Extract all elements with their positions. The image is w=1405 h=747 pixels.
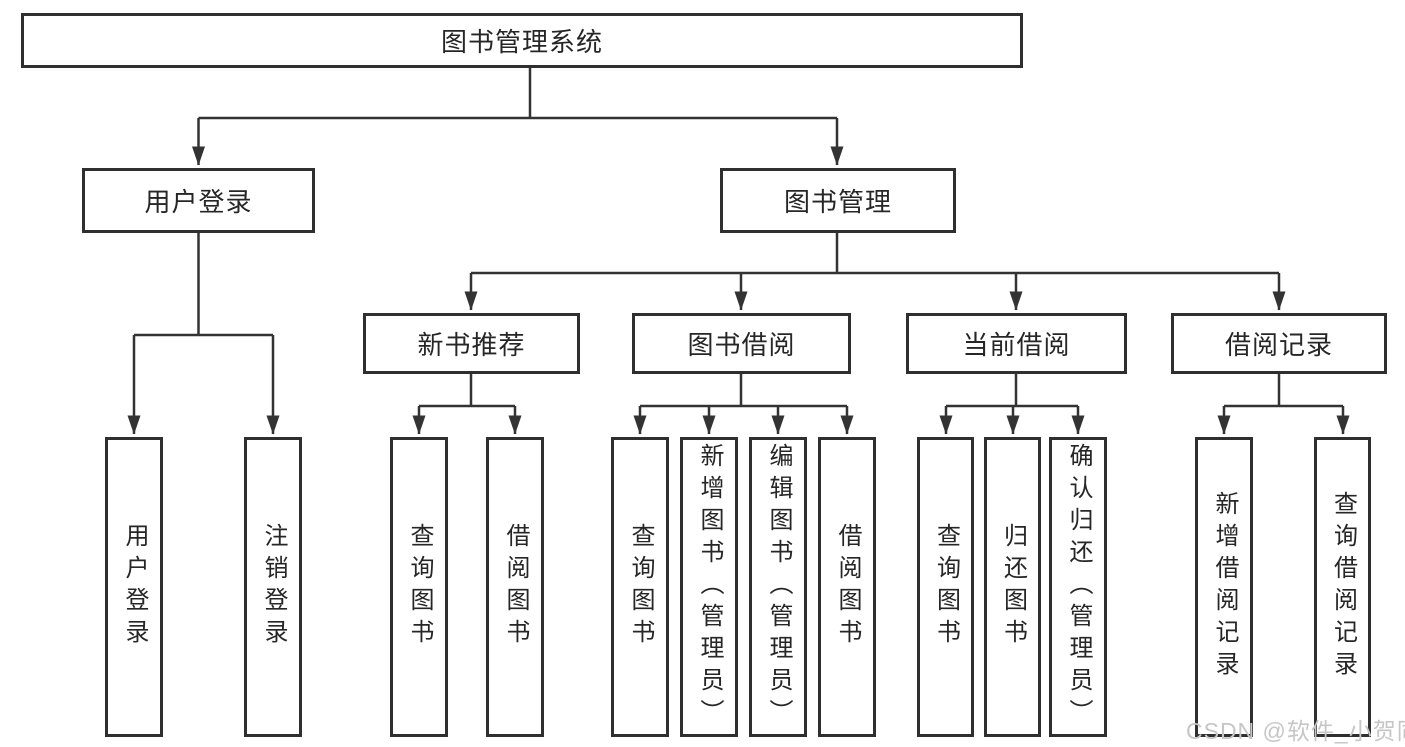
leaf-query-books-recommend: 查询图书 xyxy=(390,437,448,737)
leaf-edit-books-admin: 编辑图书（管理员） xyxy=(749,437,807,737)
leaf-return-books: 归还图书 xyxy=(984,437,1041,737)
node-new-book-recommend: 新书推荐 xyxy=(363,313,580,374)
csdn-watermark: CSDN @软件_小贺同学 xyxy=(1186,718,1405,744)
leaf-add-books-admin: 新增图书（管理员） xyxy=(680,437,738,737)
leaf-user-login: 用户登录 xyxy=(105,437,163,737)
leaf-query-borrow-record: 查询借阅记录 xyxy=(1314,437,1371,737)
node-user-login: 用户登录 xyxy=(82,168,315,233)
leaf-add-borrow-record: 新增借阅记录 xyxy=(1195,437,1253,737)
node-current-borrowing: 当前借阅 xyxy=(906,313,1127,374)
leaf-logout: 注销登录 xyxy=(244,437,302,737)
node-book-management: 图书管理 xyxy=(720,168,956,233)
connector-rails xyxy=(134,68,1343,408)
node-borrowing-records: 借阅记录 xyxy=(1171,313,1387,374)
leaf-query-books-current: 查询图书 xyxy=(917,437,974,737)
leaf-confirm-return-admin: 确认归还（管理员） xyxy=(1049,437,1107,737)
leaf-borrow-books: 借阅图书 xyxy=(818,437,876,737)
node-library-system-root: 图书管理系统 xyxy=(21,13,1023,68)
node-book-borrowing: 图书借阅 xyxy=(632,313,851,374)
leaf-query-books-borrowing: 查询图书 xyxy=(611,437,669,737)
leaf-borrow-books-recommend: 借阅图书 xyxy=(486,437,544,737)
